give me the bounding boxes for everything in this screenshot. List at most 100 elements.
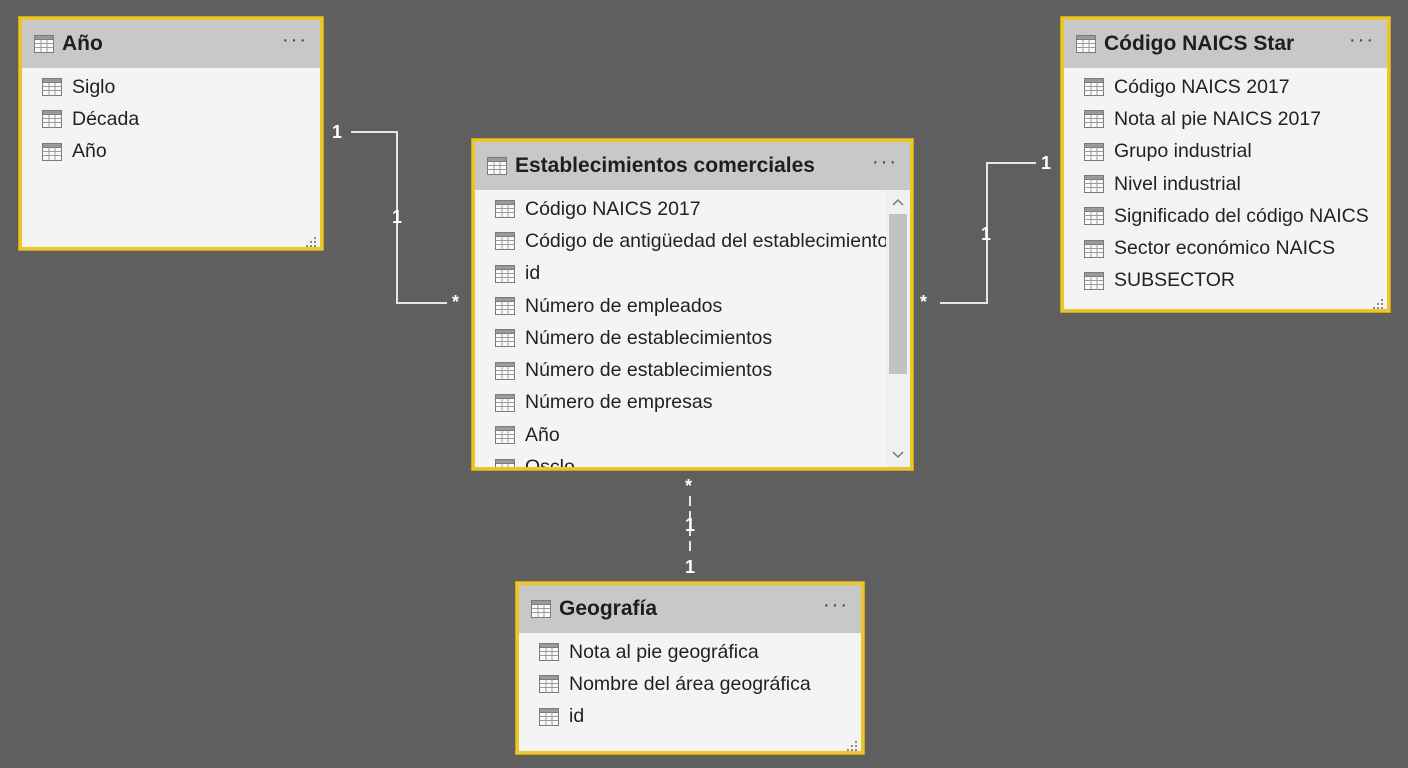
table-icon [539,643,559,662]
table-icon [495,232,515,251]
field-item[interactable]: Nombre del área geográfica [519,668,861,700]
table-icon [1076,35,1096,53]
scroll-down-icon[interactable] [891,449,905,461]
field-item[interactable]: Nivel industrial [1064,168,1387,200]
vertical-scrollbar[interactable] [886,190,910,467]
field-label: Nivel industrial [1114,172,1241,195]
relationship-label-naics: 1 [981,224,992,244]
table-icon [539,707,559,726]
table-title: Geografía [559,597,658,620]
table-icon [495,329,515,348]
field-label: SUBSECTOR [1114,269,1235,292]
more-options-icon[interactable]: ··· [1349,29,1375,51]
table-icon [531,600,551,618]
resize-grip-icon[interactable] [306,234,316,247]
table-header[interactable]: Código NAICS Star ··· [1064,20,1387,68]
cardinality-naics-one: 1 [1041,153,1052,173]
table-icon [1084,271,1104,290]
table-icon [495,458,515,467]
relationship-line-anio[interactable] [351,131,447,304]
cardinality-anio-one: 1 [332,122,343,142]
field-item[interactable]: Código NAICS 2017 [475,193,910,225]
resize-grip-icon[interactable] [847,738,857,751]
field-label: Significado del código NAICS [1114,204,1369,227]
field-item[interactable]: Número de empresas [475,387,910,419]
field-label: Número de empresas [525,391,713,414]
field-label: Código de antigüedad del establecimiento [525,229,889,252]
field-label: Nota al pie geográfica [569,640,759,663]
relationship-line-naics[interactable] [940,162,1036,304]
table-icon [1084,239,1104,258]
table-icon [495,393,515,412]
field-label: Número de empleados [525,294,723,317]
table-title: Año [62,32,103,55]
field-item[interactable]: Sector económico NAICS [1064,232,1387,264]
field-label: Año [72,140,107,163]
cardinality-naics-many: * [920,292,928,312]
field-item[interactable]: Año [22,136,320,168]
field-item[interactable]: Número de establecimientos [475,322,910,354]
field-label: Código NAICS 2017 [1114,75,1290,98]
table-icon [487,157,507,175]
field-item[interactable]: Nota al pie geográfica [519,636,861,668]
table-icon [495,361,515,380]
field-item[interactable]: Código NAICS 2017 [1064,71,1387,103]
field-label: Osclo [525,456,575,467]
field-item[interactable]: Número de establecimientos [475,354,910,386]
field-label: Nota al pie NAICS 2017 [1114,107,1322,130]
table-title: Establecimientos comerciales [515,154,815,177]
field-label: Siglo [72,75,116,98]
field-item[interactable]: id [519,701,861,733]
more-options-icon[interactable]: ··· [282,29,308,51]
more-options-icon[interactable]: ··· [823,594,849,616]
table-card-establecimientos[interactable]: Establecimientos comerciales ··· Código … [472,139,913,470]
field-item[interactable]: Grupo industrial [1064,136,1387,168]
table-icon [1084,142,1104,161]
field-item[interactable]: Nota al pie NAICS 2017 [1064,103,1387,135]
field-item[interactable]: SUBSECTOR [1064,265,1387,297]
table-header[interactable]: Año ··· [22,20,320,68]
table-icon [495,426,515,445]
table-icon [539,675,559,694]
field-label: Código NAICS 2017 [525,197,701,220]
table-header[interactable]: Establecimientos comerciales ··· [475,142,910,190]
table-icon [1084,207,1104,226]
table-icon [42,78,62,97]
table-title: Código NAICS Star [1104,32,1295,55]
field-label: Grupo industrial [1114,140,1252,163]
cardinality-geografia-one: 1 [685,557,696,577]
field-item[interactable]: Año [475,419,910,451]
relationship-label-geografia: 1 [685,515,696,535]
table-icon [495,200,515,219]
more-options-icon[interactable]: ··· [872,151,898,173]
table-icon [1084,78,1104,97]
field-item[interactable]: Siglo [22,71,320,103]
field-label: id [525,262,541,285]
field-label: Número de establecimientos [525,326,773,349]
table-icon [1084,175,1104,194]
field-label: Década [72,107,140,130]
table-icon [42,110,62,129]
field-item[interactable]: Código de antigüedad del establecimiento [475,225,910,257]
table-icon [34,35,54,53]
scrollbar-thumb[interactable] [889,214,907,374]
field-item[interactable]: Significado del código NAICS [1064,200,1387,232]
field-item[interactable]: Osclo [475,451,910,467]
field-item[interactable]: Número de empleados [475,290,910,322]
cardinality-anio-many: * [452,292,460,312]
field-item[interactable]: Década [22,103,320,135]
table-header[interactable]: Geografía ··· [519,585,861,633]
cardinality-geografia-many: * [685,476,693,496]
scroll-up-icon[interactable] [891,196,905,208]
resize-grip-icon[interactable] [1373,296,1383,309]
table-icon [42,142,62,161]
field-item[interactable]: id [475,258,910,290]
